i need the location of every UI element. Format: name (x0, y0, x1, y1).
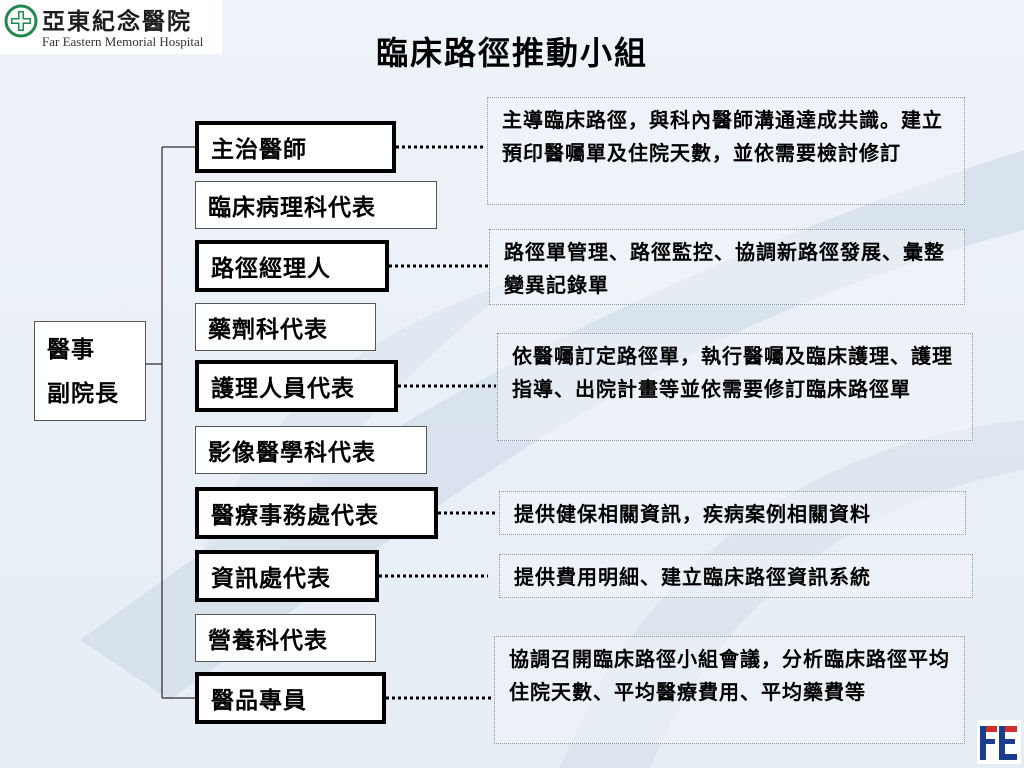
desc-nursing: 依醫囑訂定路徑單，執行醫囑及臨床護理、護理指導、出院計畫等並依需要修訂臨床路徑單 (497, 333, 973, 441)
member-medical-imaging: 影像醫學科代表 (195, 426, 427, 474)
root-label-line1: 醫事 (47, 336, 95, 363)
member-attending-physician: 主治醫師 (195, 121, 396, 173)
logo-english-name: Far Eastern Memorial Hospital (42, 34, 204, 49)
member-pharmacy: 藥劑科代表 (195, 303, 376, 351)
member-information-office: 資訊處代表 (195, 550, 379, 602)
hospital-cross-icon (4, 4, 38, 38)
root-node-vice-superintendent: 醫事 副院長 (34, 321, 146, 421)
member-quality-specialist: 醫品專員 (195, 672, 386, 724)
desc-information-office: 提供費用明細、建立臨床路徑資訊系統 (499, 554, 973, 598)
desc-pathway-manager: 路徑單管理、路徑監控、協調新路徑發展、彙整變異記錄單 (489, 229, 965, 305)
hospital-logo: 亞東紀念醫院 Far Eastern Memorial Hospital (0, 0, 222, 54)
member-nursing: 護理人員代表 (195, 360, 398, 412)
member-nutrition: 營養科代表 (195, 614, 376, 662)
logo-chinese-name: 亞東紀念醫院 (42, 8, 192, 35)
member-clinical-pathology: 臨床病理科代表 (195, 181, 437, 229)
desc-attending-physician: 主導臨床路徑，與科內醫師溝通達成共識。建立預印醫囑單及住院天數，並依需要檢討修訂 (487, 97, 965, 205)
desc-medical-affairs: 提供健保相關資訊，疾病案例相關資料 (499, 491, 966, 535)
root-label-line2: 副院長 (47, 380, 119, 407)
page-title: 臨床路徑推動小組 (375, 34, 648, 72)
fe-brand-logo (977, 720, 1021, 764)
member-medical-affairs: 醫療事務處代表 (195, 487, 438, 539)
desc-quality-specialist: 協調召開臨床路徑小組會議，分析臨床路徑平均住院天數、平均醫療費用、平均藥費等 (494, 636, 965, 744)
member-pathway-manager: 路徑經理人 (195, 240, 389, 292)
